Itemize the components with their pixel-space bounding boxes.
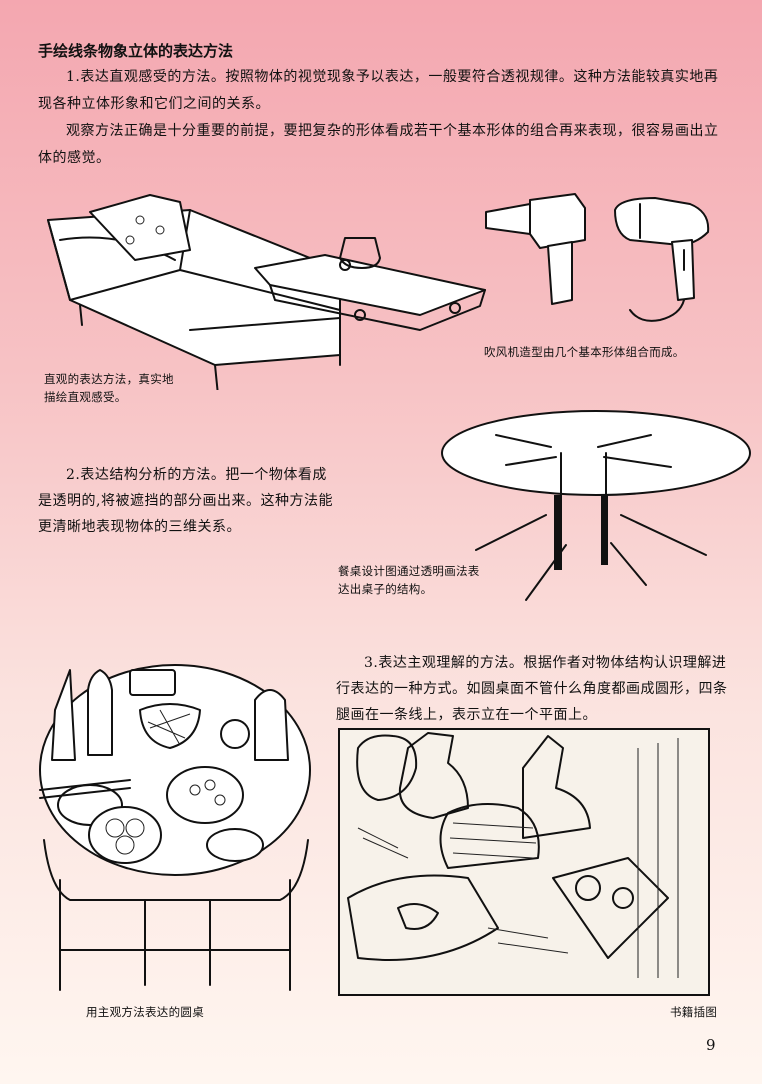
hair-dryer-caption: 吹风机造型由几个基本形体组合而成。	[484, 345, 685, 359]
hair-dryer-illustration	[485, 193, 710, 322]
transparent-table-illustration	[441, 410, 751, 601]
round-table-caption: 用主观方法表达的圆桌	[86, 1005, 204, 1019]
sofa-illustration	[47, 194, 486, 390]
book-illustration	[338, 728, 710, 996]
paragraph-3-subjective: 3.表达主观理解的方法。根据作者对物体结构认识理解进行表达的一种方式。如圆桌面不…	[336, 655, 728, 723]
round-table-illustration	[39, 664, 311, 991]
paragraph-1: 1.表达直观感受的方法。按照物体的视觉现象予以表达，一般要符合透视规律。这种方法…	[38, 69, 719, 112]
paragraph-2-structure: 2.表达结构分析的方法。把一个物体看成是透明的,将被遮挡的部分画出来。这种方法能…	[38, 467, 333, 535]
sofa-caption: 直观的表达方法，真实地描绘直观感受。	[44, 372, 174, 404]
paragraph-2: 观察方法正确是十分重要的前提，要把复杂的形体看成若干个基本形体的组合再来表现，很…	[38, 123, 719, 166]
transparent-table-caption: 餐桌设计图通过透明画法表达出桌子的结构。	[338, 564, 480, 596]
page-number: 9	[706, 1036, 716, 1054]
section-heading: 手绘线条物象立体的表达方法	[38, 42, 234, 60]
book-illustration-caption: 书籍插图	[670, 1005, 718, 1019]
